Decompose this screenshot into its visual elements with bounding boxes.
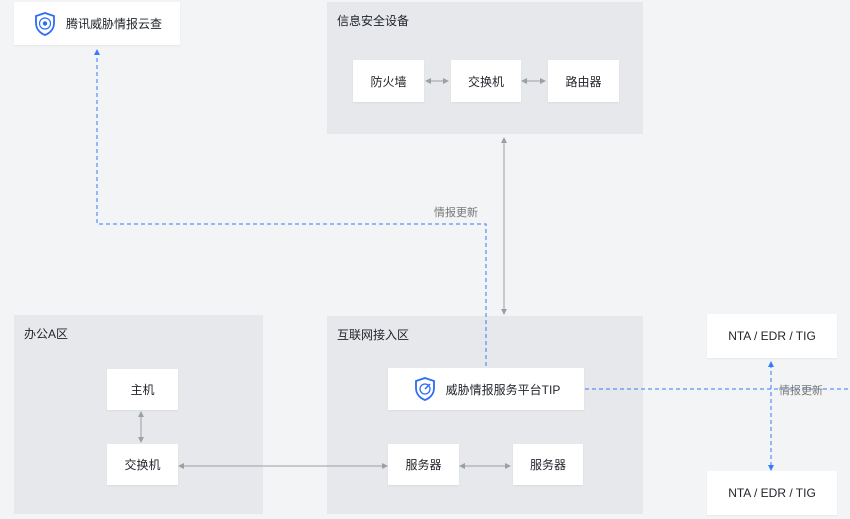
nta-box-top: NTA / EDR / TIG: [707, 314, 837, 358]
intel-update-line-cloud: [94, 49, 487, 366]
tip-platform-label: 威胁情报服务平台TIP: [445, 382, 561, 397]
server-box-1: 服务器: [388, 444, 459, 485]
security-zone-title: 信息安全设备: [337, 14, 410, 28]
intel-update-label-nta: 情报更新: [779, 385, 823, 397]
cloud-query-box: 腾讯威胁情报云查: [14, 2, 180, 45]
internet-zone-title: 互联网接入区: [337, 328, 410, 342]
radar-shield-icon: [412, 376, 438, 402]
office-switch-box: 交换机: [107, 444, 178, 485]
firewall-box: 防火墙: [353, 60, 424, 102]
security-switch-box: 交换机: [451, 60, 521, 102]
cloud-query-label: 腾讯威胁情报云查: [65, 17, 162, 31]
intel-update-label-cloud: 情报更新: [434, 207, 478, 219]
internet-zone: 互联网接入区: [327, 316, 643, 514]
server-box-2: 服务器: [513, 444, 583, 485]
tip-platform-box: 威胁情报服务平台TIP: [388, 368, 584, 410]
office-zone-title: 办公A区: [24, 327, 69, 341]
shield-icon: [32, 11, 58, 37]
router-box: 路由器: [548, 60, 619, 102]
nta-box-bottom: NTA / EDR / TIG: [707, 471, 837, 515]
host-box: 主机: [107, 369, 178, 410]
